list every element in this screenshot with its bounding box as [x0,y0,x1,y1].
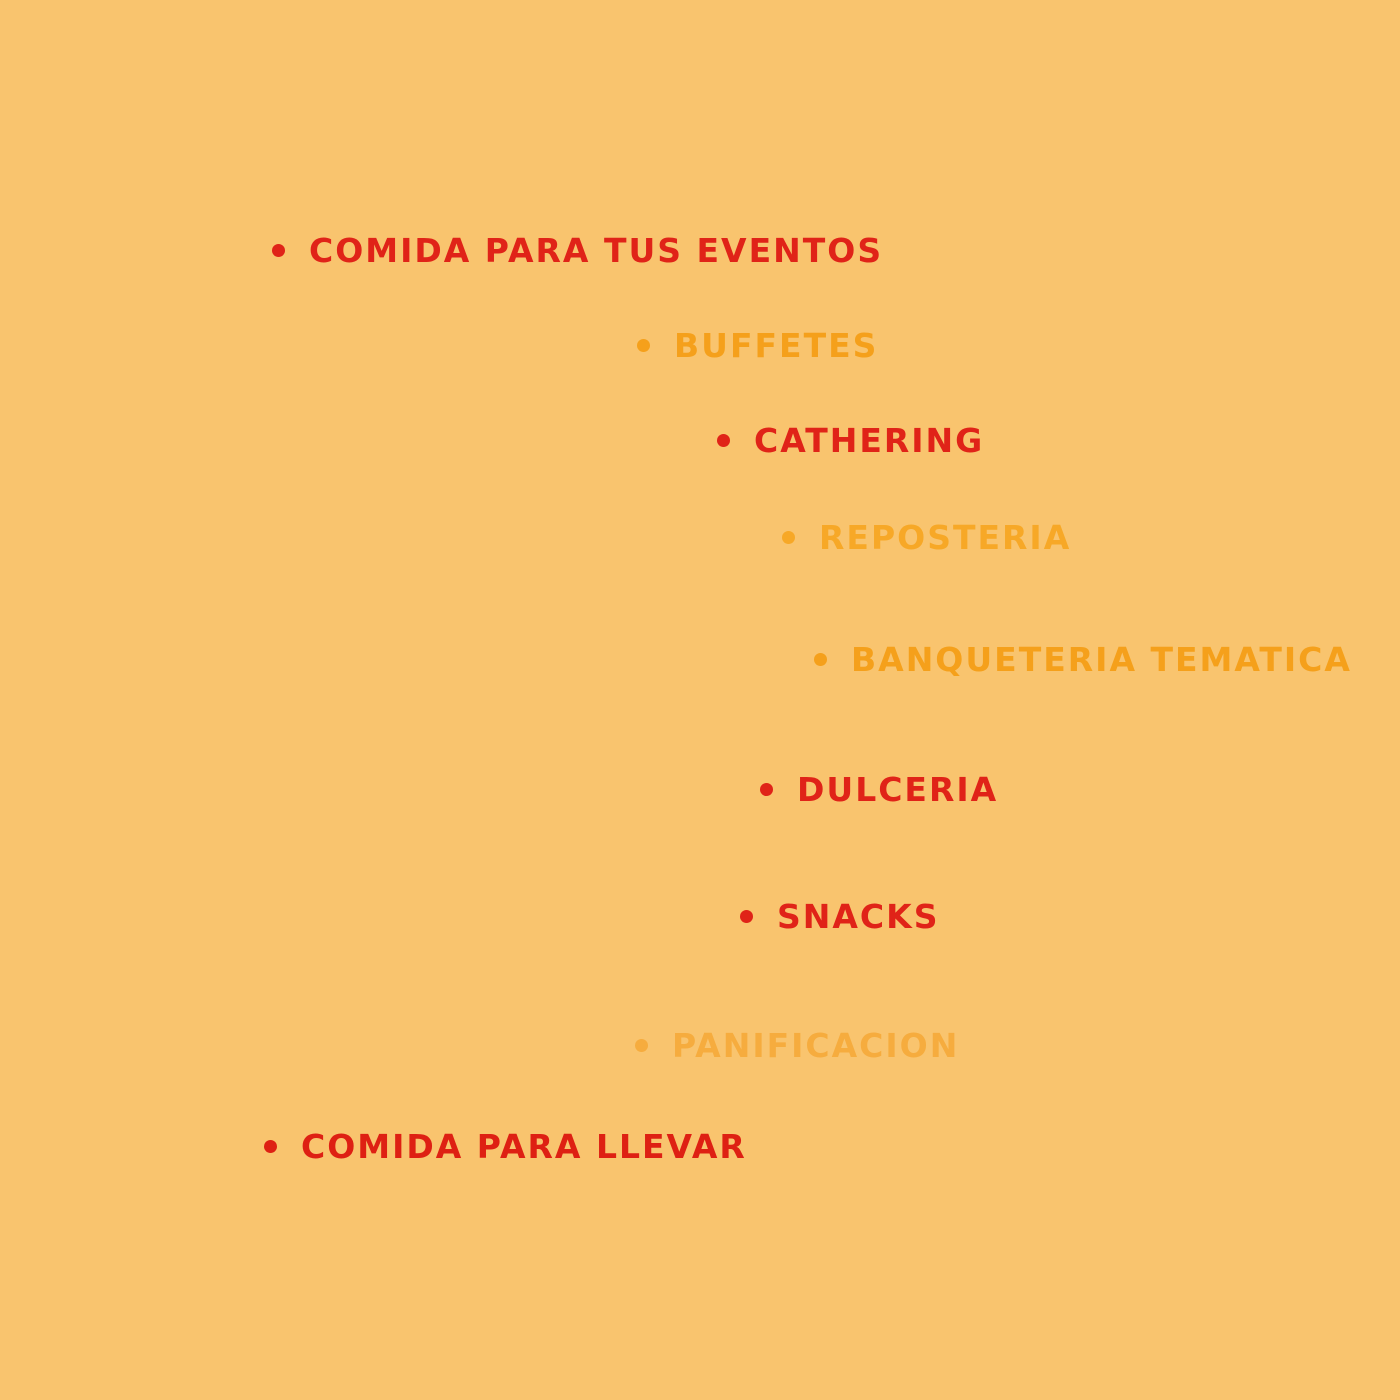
menu-item-banqueteria-tematica: BANQUETERIA TEMATICA [814,643,1352,676]
menu-item-buffetes: BUFFETES [637,329,878,362]
bullet-icon [717,434,730,447]
menu-item-reposteria: REPOSTERIA [782,521,1071,554]
menu-item-label: DULCERIA [797,770,999,809]
bullet-icon [740,910,753,923]
menu-item-panificacion: PANIFICACION [635,1029,959,1062]
bullet-icon [760,783,773,796]
menu-item-comida-para-tus-eventos: COMIDA PARA TUS EVENTOS [272,234,883,267]
menu-item-label: BUFFETES [674,326,879,365]
menu-item-label: BANQUETERIA TEMATICA [851,640,1352,679]
bullet-icon [635,1039,648,1052]
bullet-icon [272,244,285,257]
bullet-icon [637,339,650,352]
menu-item-snacks: SNACKS [740,900,939,933]
menu-item-label: COMIDA PARA TUS EVENTOS [309,231,884,270]
bullet-icon [814,653,827,666]
menu-item-comida-para-llevar: COMIDA PARA LLEVAR [264,1130,747,1163]
menu-item-label: SNACKS [777,897,940,936]
menu-item-label: PANIFICACION [672,1026,960,1065]
menu-item-label: CATHERING [754,421,985,460]
bullet-icon [782,531,795,544]
menu-item-label: REPOSTERIA [819,518,1072,557]
menu-item-dulceria: DULCERIA [760,773,998,806]
bullet-icon [264,1140,277,1153]
menu-item-cathering: CATHERING [717,424,984,457]
menu-item-label: COMIDA PARA LLEVAR [301,1127,747,1166]
